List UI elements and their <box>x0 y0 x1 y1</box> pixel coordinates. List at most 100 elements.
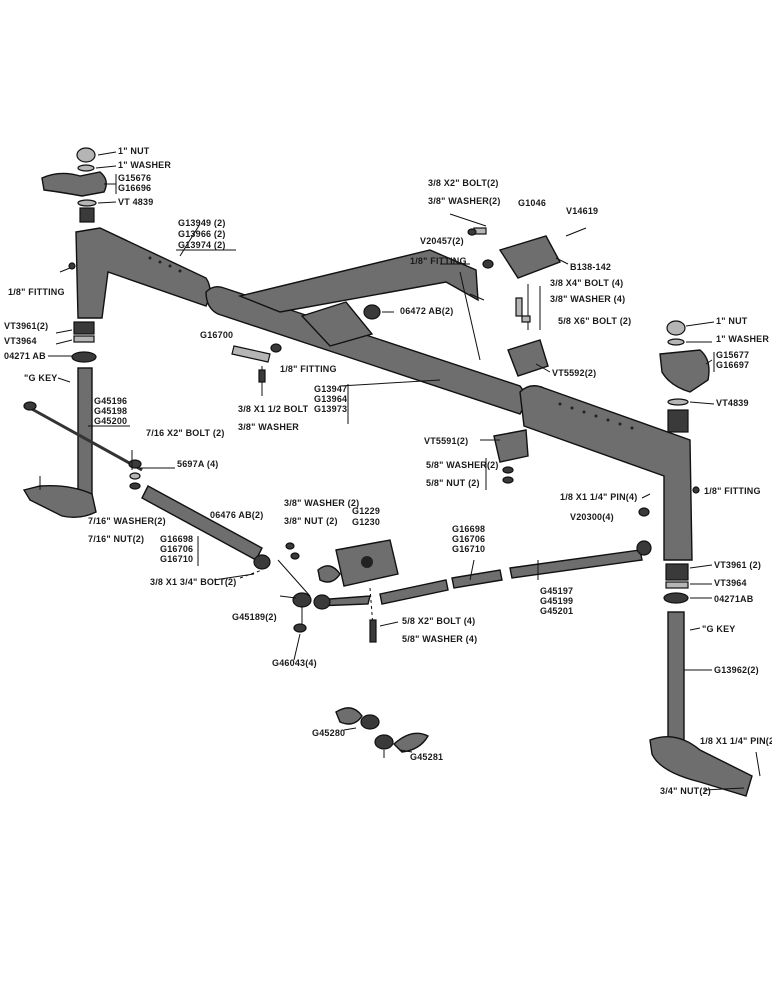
label-tube-right-b: G16706 <box>452 534 485 544</box>
label-washer-3-8-2: 3/8" WASHER(2) <box>428 196 501 206</box>
left-04271ab-shape <box>71 351 97 363</box>
label-fitting-axle: 1/8" FITTING <box>280 364 337 374</box>
label-bolt-3-8-x2: 3/8 X2" BOLT(2) <box>428 178 499 188</box>
left-vt3964-shape <box>73 335 95 343</box>
label-bolt-7-16: 7/16 X2" BOLT (2) <box>146 428 225 438</box>
label-tube-left-b: G16706 <box>160 544 193 554</box>
label-right-arm-b: G16697 <box>716 360 749 370</box>
right-kingpin-shape <box>667 611 685 743</box>
label-bracket-b: G1230 <box>352 517 380 527</box>
label-axle-center-c: G13973 <box>314 404 347 414</box>
label-bolt-3-8-x1-3-4: 3/8 X1 3/4" BOLT(2) <box>150 577 236 587</box>
label-left-vt4839: VT 4839 <box>118 197 153 207</box>
g45189-shape <box>292 592 312 608</box>
left-spindle-top-cap <box>79 207 95 223</box>
left-steering-arm-group <box>41 147 107 223</box>
vt5591-shape <box>493 429 529 463</box>
label-tube-left-c: G16710 <box>160 554 193 564</box>
label-b138: B138-142 <box>570 262 611 272</box>
label-g16700: G16700 <box>200 330 233 340</box>
right-spindle-group <box>649 320 761 797</box>
right-steering-arm-shape <box>659 349 710 393</box>
label-tierod-end-left-b: G45198 <box>94 406 127 416</box>
left-spindle-group <box>22 321 97 519</box>
label-vt5591: VT5591(2) <box>424 436 468 446</box>
label-axle-ext-b: G13966 (2) <box>178 229 226 239</box>
label-tube-left-a: G16698 <box>160 534 193 544</box>
label-tierod-end-right-c: G45201 <box>540 606 573 616</box>
left-1in-washer-shape <box>77 164 95 172</box>
left-spindle-knuckle-shape <box>22 484 97 519</box>
label-right-04271ab: 04271AB <box>714 594 754 604</box>
left-1in-nut-shape <box>76 147 96 163</box>
label-left-04271ab: 04271 AB <box>4 351 46 361</box>
center-axle-group <box>205 249 526 415</box>
label-axle-center-a: G13947 <box>314 384 347 394</box>
g16700-pin-shape <box>231 345 271 363</box>
radius-end-bracket-group <box>467 227 587 484</box>
label-g1046: G1046 <box>518 198 546 208</box>
label-right-fitting: 1/8" FITTING <box>704 486 761 496</box>
label-5697a: 5697A (4) <box>177 459 219 469</box>
label-left-vt3961: VT3961(2) <box>4 321 48 331</box>
label-washer-5-8-2: 5/8" WASHER(2) <box>426 460 499 470</box>
label-v20300: V20300(4) <box>570 512 614 522</box>
label-g13962: G13962(2) <box>714 665 759 675</box>
label-nut-3-4: 3/4" NUT(2) <box>660 786 711 796</box>
right-tie-rod-group <box>379 540 652 605</box>
label-nut-7-16: 7/16" NUT(2) <box>88 534 144 544</box>
right-axle-extension-shape <box>519 385 693 561</box>
radius-rod-shape <box>237 249 479 313</box>
bracket-group <box>285 539 399 643</box>
left-axle-extension-group <box>59 227 211 319</box>
label-right-vt4839: VT4839 <box>716 398 749 408</box>
label-left-arm-b: G16696 <box>118 183 151 193</box>
label-06476ab: 06476 AB(2) <box>210 510 263 520</box>
label-axle-center-b: G13964 <box>314 394 347 404</box>
label-right-key: "G KEY <box>702 624 735 634</box>
label-bolt-3-8-x4: 3/8 X4" BOLT (4) <box>550 278 623 288</box>
label-g45189: G45189(2) <box>232 612 277 622</box>
label-g45281: G45281 <box>410 752 443 762</box>
leader-lines <box>48 151 745 791</box>
label-washer-3-8-single: 3/8" WASHER <box>238 422 299 432</box>
vt5592-shape <box>507 339 549 377</box>
label-pin-1-8: 1/8 X1 1/4" PIN(4) <box>560 492 637 502</box>
label-g45280: G45280 <box>312 728 345 738</box>
label-washer-3-8-4: 3/8" WASHER (4) <box>550 294 625 304</box>
label-axle-ext-c: G13974 (2) <box>178 240 226 250</box>
label-tierod-end-left-a: G45196 <box>94 396 127 406</box>
label-washer-3-8-b: 3/8" WASHER (2) <box>284 498 359 508</box>
label-fitting-center: 1/8" FITTING <box>410 256 467 266</box>
label-left-key: "G KEY <box>24 373 57 383</box>
left-kingpin-shape <box>77 367 93 499</box>
label-tierod-end-right-a: G45197 <box>540 586 573 596</box>
06476ab-clamp-shape <box>253 554 271 570</box>
label-right-arm-a: G15677 <box>716 350 749 360</box>
label-tube-right-a: G16698 <box>452 524 485 534</box>
06472ab-shape <box>363 304 381 320</box>
label-nut-5-8-2: 5/8" NUT (2) <box>426 478 480 488</box>
label-bolt-5-8-x2: 5/8 X2" BOLT (4) <box>402 616 475 626</box>
label-left-fitting: 1/8" FITTING <box>8 287 65 297</box>
label-washer-7-16: 7/16" WASHER(2) <box>88 516 166 526</box>
label-nut-3-8: 3/8" NUT (2) <box>284 516 338 526</box>
label-washer-5-8-4: 5/8" WASHER (4) <box>402 634 477 644</box>
label-right-vt3961: VT3961 (2) <box>714 560 761 570</box>
label-left-arm-a: G15676 <box>118 173 151 183</box>
label-bolt-3-8-x1-1-2: 3/8 X1 1/2 BOLT <box>238 404 309 414</box>
label-right-vt3964: VT3964 <box>714 578 747 588</box>
label-left-1in-nut: 1" NUT <box>118 146 150 156</box>
loose-tie-rod-ends <box>335 707 429 758</box>
label-tierod-end-right-b: G45199 <box>540 596 573 606</box>
label-tierod-end-left-c: G45200 <box>94 416 127 426</box>
label-vt5592: VT5592(2) <box>552 368 596 378</box>
label-v14619: V14619 <box>566 206 598 216</box>
label-bracket-a: G1229 <box>352 506 380 516</box>
label-right-1in-nut: 1" NUT <box>716 316 748 326</box>
left-tie-rod-group <box>23 401 312 633</box>
left-steering-arm-shape <box>41 171 107 197</box>
right-spindle-knuckle-shape <box>649 736 753 797</box>
